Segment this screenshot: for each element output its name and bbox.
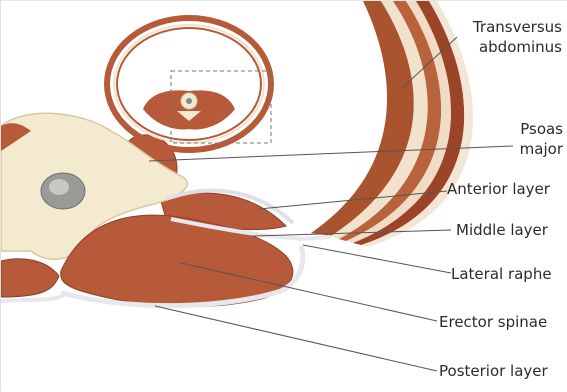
label-middle-layer: Middle layer xyxy=(456,220,548,240)
label-lateral-raphe: Lateral raphe xyxy=(451,264,552,284)
label-anterior-layer: Anterior layer xyxy=(447,179,550,199)
leader-raphe xyxy=(303,245,451,273)
leader-posterior xyxy=(155,306,437,371)
label-psoas-major: Psoas major xyxy=(491,119,563,159)
label-posterior-layer: Posterior layer xyxy=(439,361,548,381)
label-erector-spinae: Erector spinae xyxy=(439,312,547,332)
label-transversus-abdominus: Transversus abdominus xyxy=(457,17,562,57)
inset-cross-section xyxy=(107,18,271,150)
multifidus-muscle xyxy=(1,259,59,297)
abdominal-wall xyxy=(311,1,473,247)
